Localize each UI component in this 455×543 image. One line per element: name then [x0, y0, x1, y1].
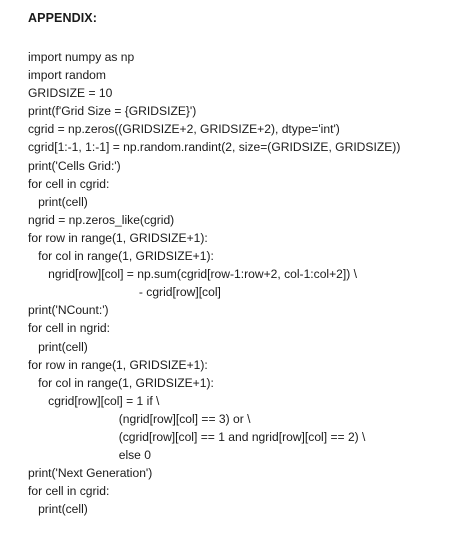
code-line: for row in range(1, GRIDSIZE+1): [28, 357, 208, 372]
code-line: (cgrid[row][col] == 1 and ngrid[row][col… [28, 429, 366, 444]
code-line: import numpy as np [28, 50, 135, 64]
appendix-heading: APPENDIX: [28, 11, 97, 25]
code-line: for col in range(1, GRIDSIZE+1): [28, 375, 214, 390]
code-line: for cell in cgrid: [28, 484, 110, 499]
code-listing: import numpy as np import random GRIDSIZ… [28, 48, 400, 518]
code-line: (ngrid[row][col] == 3) or \ [28, 411, 251, 426]
code-line: for row in range(1, GRIDSIZE+1): [28, 230, 208, 245]
code-line: for cell in ngrid: [28, 321, 111, 336]
code-line: print(cell) [28, 194, 88, 209]
code-line: ngrid[row][col] = np.sum(cgrid[row-1:row… [28, 267, 358, 282]
code-line: cgrid[row][col] = 1 if \ [28, 393, 160, 408]
code-line: cgrid[1:-1, 1:-1] = np.random.randint(2,… [28, 140, 401, 155]
code-line: for cell in cgrid: [28, 176, 110, 191]
code-line: print('Cells Grid:') [28, 158, 121, 173]
code-line: GRIDSIZE = 10 [28, 86, 113, 101]
code-line: import random [28, 68, 106, 83]
code-line: - cgrid[row][col] [28, 285, 221, 300]
code-line: print(f'Grid Size = {GRIDSIZE}') [28, 104, 197, 119]
code-line: print('NCount:') [28, 303, 109, 318]
code-line: print('Next Generation') [28, 466, 153, 481]
code-line: print(cell) [28, 502, 88, 517]
code-line: cgrid = np.zeros((GRIDSIZE+2, GRIDSIZE+2… [28, 122, 340, 137]
code-line: for col in range(1, GRIDSIZE+1): [28, 249, 214, 264]
code-line: print(cell) [28, 339, 88, 354]
code-line: else 0 [28, 448, 151, 463]
code-line: ngrid = np.zeros_like(cgrid) [28, 212, 175, 227]
